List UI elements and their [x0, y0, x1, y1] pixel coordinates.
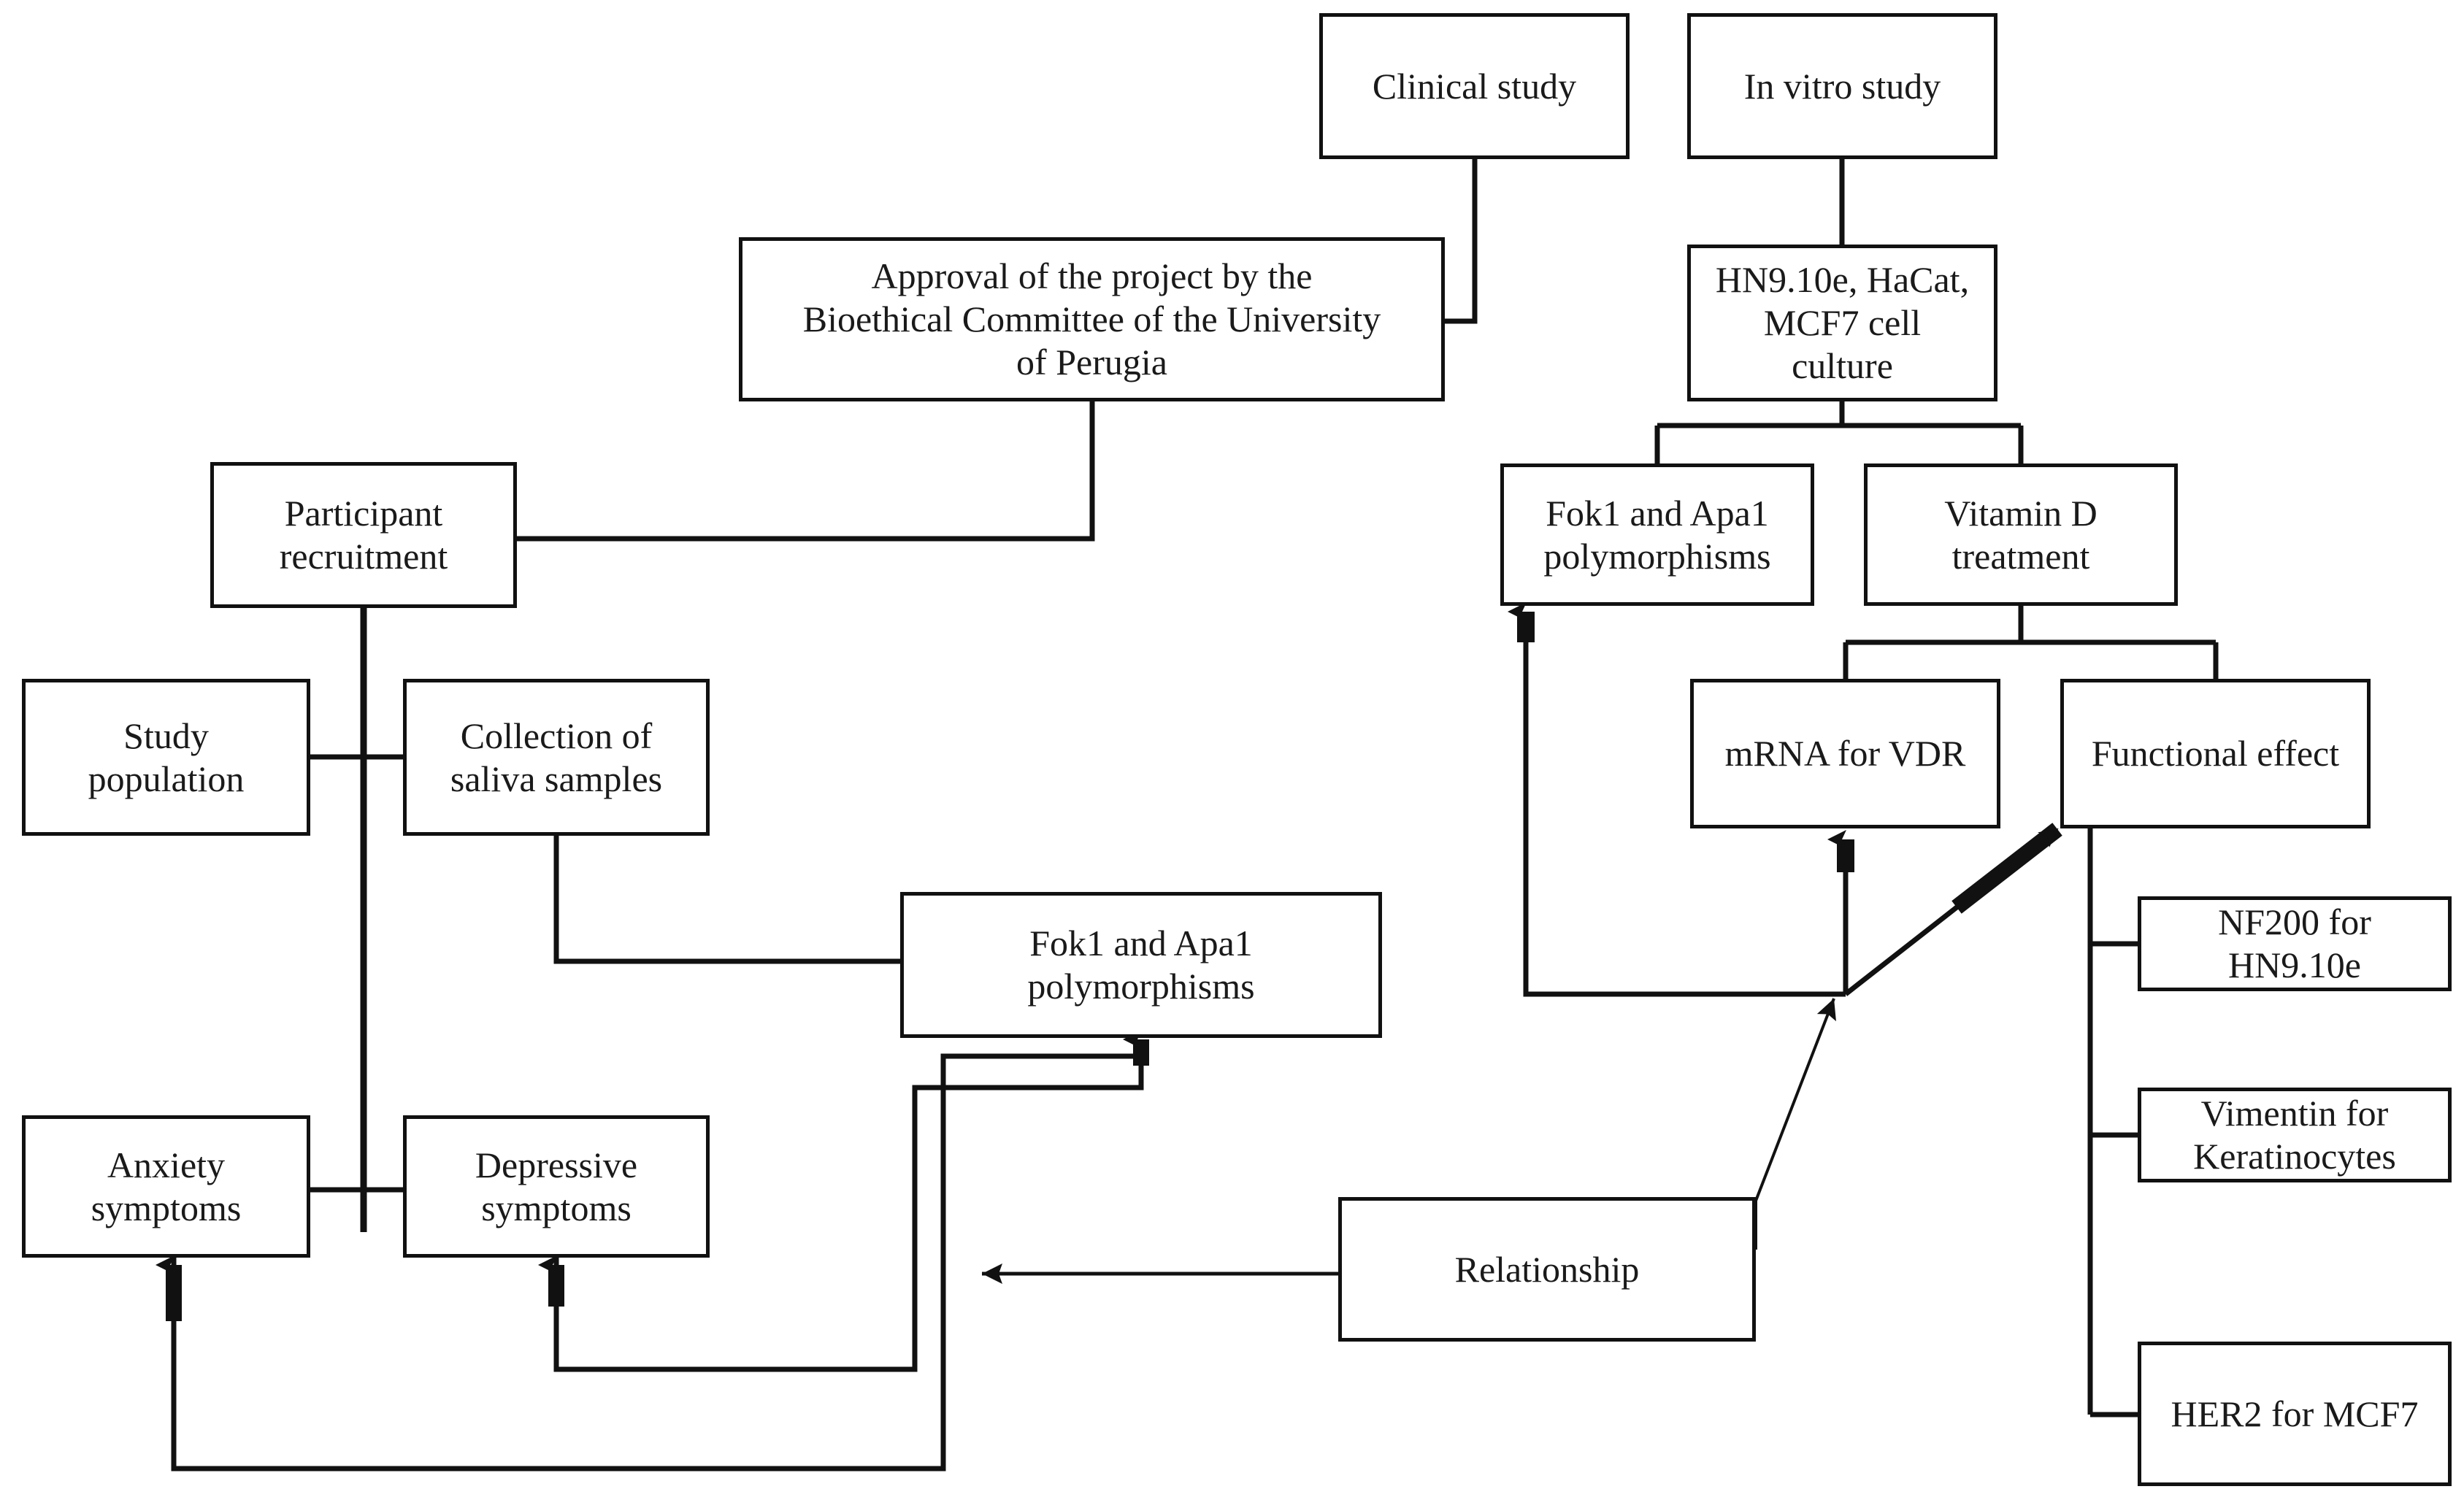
node-label: Anxiety symptoms: [91, 1144, 242, 1228]
connector-diagonal-to-functional-head: [1951, 823, 2062, 914]
connector-relationship-to-junction-diag: [1754, 998, 1836, 1201]
node-collection-of-saliva-samples[interactable]: Collection of saliva samples: [403, 679, 710, 836]
node-label: Vimentin for Keratinocytes: [2193, 1093, 2396, 1177]
node-label: Approval of the project by the Bioethica…: [802, 255, 1381, 382]
node-label: NF200 for HN9.10e: [2218, 901, 2371, 985]
node-fok1-apa1-polymorphisms-invitro[interactable]: Fok1 and Apa1 polymorphisms: [1500, 463, 1814, 606]
node-label: Study population: [88, 715, 245, 799]
node-mrna-for-vdr[interactable]: mRNA for VDR: [1690, 679, 2000, 828]
node-label: In vitro study: [1743, 65, 1941, 107]
node-label: HN9.10e, HaCat, MCF7 cell culture: [1715, 259, 1970, 386]
node-label: mRNA for VDR: [1724, 733, 1966, 774]
connector-junction-to-fokapa-invitro: [1523, 642, 1846, 997]
node-anxiety-symptoms[interactable]: Anxiety symptoms: [22, 1115, 310, 1258]
node-label: Relationship: [1454, 1248, 1640, 1290]
node-label: Participant recruitment: [279, 493, 448, 577]
node-approval[interactable]: Approval of the project by the Bioethica…: [739, 237, 1445, 401]
node-label: Functional effect: [2091, 733, 2340, 774]
node-in-vitro-study[interactable]: In vitro study: [1687, 13, 1997, 159]
node-cell-culture[interactable]: HN9.10e, HaCat, MCF7 cell culture: [1687, 245, 1997, 401]
node-label: Vitamin D treatment: [1944, 492, 2098, 577]
connector-vitamind-split: [1843, 606, 2219, 679]
node-label: Clinical study: [1372, 65, 1577, 107]
node-fok1-apa1-polymorphisms-clinical[interactable]: Fok1 and Apa1 polymorphisms: [900, 892, 1382, 1038]
connector-saliva-to-fokapa: [553, 836, 900, 964]
node-relationship[interactable]: Relationship: [1338, 1197, 1756, 1342]
connector-depressive-to-fokapa: [553, 1051, 1144, 1372]
connector-clinical-to-approval: [1445, 159, 1478, 324]
node-label: HER2 for MCF7: [2171, 1393, 2419, 1434]
node-vimentin-for-keratinocytes[interactable]: Vimentin for Keratinocytes: [2138, 1088, 2452, 1182]
node-label: Depressive symptoms: [475, 1144, 638, 1228]
node-vitamin-d-treatment[interactable]: Vitamin D treatment: [1864, 463, 2178, 606]
node-depressive-symptoms[interactable]: Depressive symptoms: [403, 1115, 710, 1258]
node-participant-recruitment[interactable]: Participant recruitment: [210, 462, 517, 608]
connector-anxiety-to-fokapa: [171, 1053, 1141, 1472]
node-label: Collection of saliva samples: [450, 715, 663, 799]
node-label: Fok1 and Apa1 polymorphisms: [1543, 492, 1771, 577]
node-nf200-for-hn910e[interactable]: NF200 for HN9.10e: [2138, 896, 2452, 991]
connector-culture-split: [1654, 401, 2024, 463]
node-functional-effect[interactable]: Functional effect: [2060, 679, 2371, 828]
connector-approval-to-participant: [517, 401, 1095, 542]
node-label: Fok1 and Apa1 polymorphisms: [1027, 923, 1255, 1007]
node-study-population[interactable]: Study population: [22, 679, 310, 836]
node-clinical-study[interactable]: Clinical study: [1319, 13, 1630, 159]
node-her2-for-mcf7[interactable]: HER2 for MCF7: [2138, 1342, 2452, 1486]
